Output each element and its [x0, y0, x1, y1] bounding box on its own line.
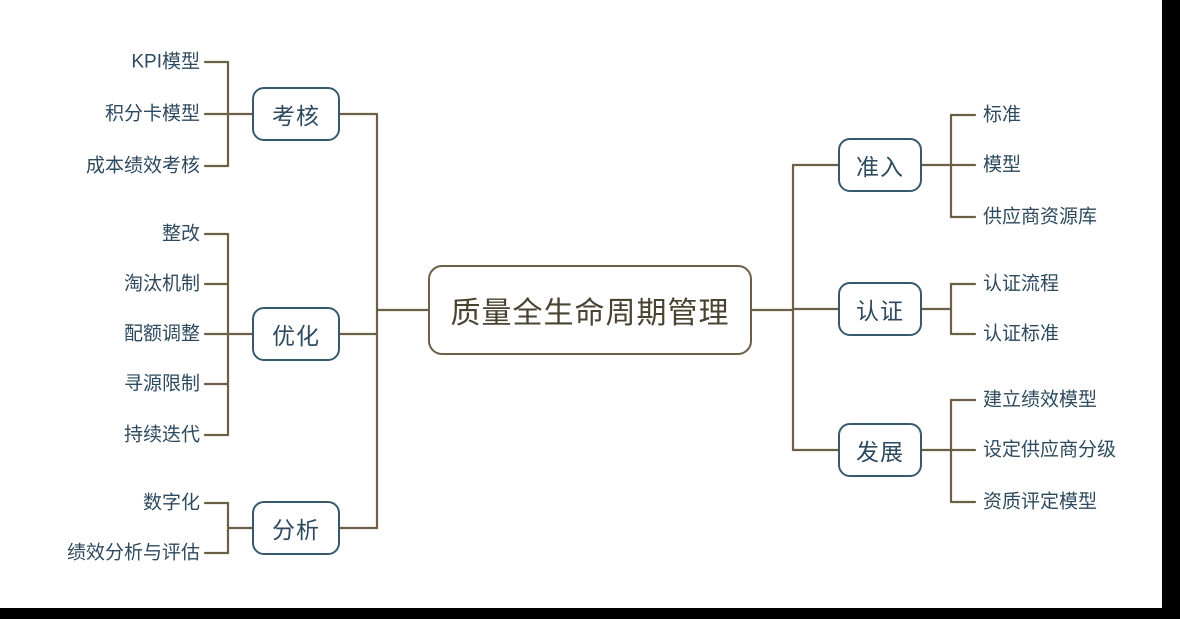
leaf-label[interactable]: 淘汰机制: [123, 273, 200, 295]
leaf-label[interactable]: 配额调整: [123, 323, 200, 345]
branch-node-label: 准入: [856, 154, 904, 180]
leaf-label[interactable]: 标准: [983, 104, 1022, 126]
branch-node-label: 发展: [856, 439, 904, 465]
leaf-label[interactable]: 资质评定模型: [983, 491, 1098, 513]
leaf-label[interactable]: 持续迭代: [123, 424, 200, 446]
branch-node-label: 认证: [856, 298, 904, 324]
leaf-label[interactable]: 认证标准: [983, 323, 1060, 345]
leaf-label[interactable]: 供应商资源库: [983, 206, 1098, 228]
leaf-label[interactable]: 整改: [161, 223, 200, 245]
root-node[interactable]: 质量全生命周期管理: [428, 265, 752, 355]
branch-node-kaohe[interactable]: 考核: [252, 87, 340, 141]
leaf-label[interactable]: 绩效分析与评估: [66, 542, 200, 564]
branch-node-fazhan[interactable]: 发展: [838, 423, 922, 477]
frame-bottom-edge: [0, 608, 1180, 619]
branch-node-youhua[interactable]: 优化: [252, 307, 340, 361]
branch-node-label: 优化: [272, 323, 320, 349]
branch-node-label: 考核: [272, 103, 320, 129]
frame-right-edge: [1162, 0, 1180, 619]
leaf-label[interactable]: 模型: [983, 154, 1022, 176]
branch-node-zhunru[interactable]: 准入: [838, 138, 922, 192]
leaf-label[interactable]: 寻源限制: [123, 373, 200, 395]
leaf-label[interactable]: 认证流程: [983, 273, 1060, 295]
branch-node-fenxi[interactable]: 分析: [252, 501, 340, 555]
leaf-label[interactable]: KPI模型: [131, 51, 200, 73]
branch-node-label: 分析: [272, 517, 320, 543]
leaf-label[interactable]: 建立绩效模型: [983, 389, 1098, 411]
leaf-label[interactable]: 设定供应商分级: [983, 439, 1117, 461]
leaf-label[interactable]: 成本绩效考核: [85, 155, 200, 177]
branch-node-renzheng[interactable]: 认证: [838, 282, 922, 336]
root-node-label: 质量全生命周期管理: [450, 297, 730, 330]
leaf-label[interactable]: 积分卡模型: [104, 103, 200, 125]
leaf-label[interactable]: 数字化: [142, 492, 200, 514]
